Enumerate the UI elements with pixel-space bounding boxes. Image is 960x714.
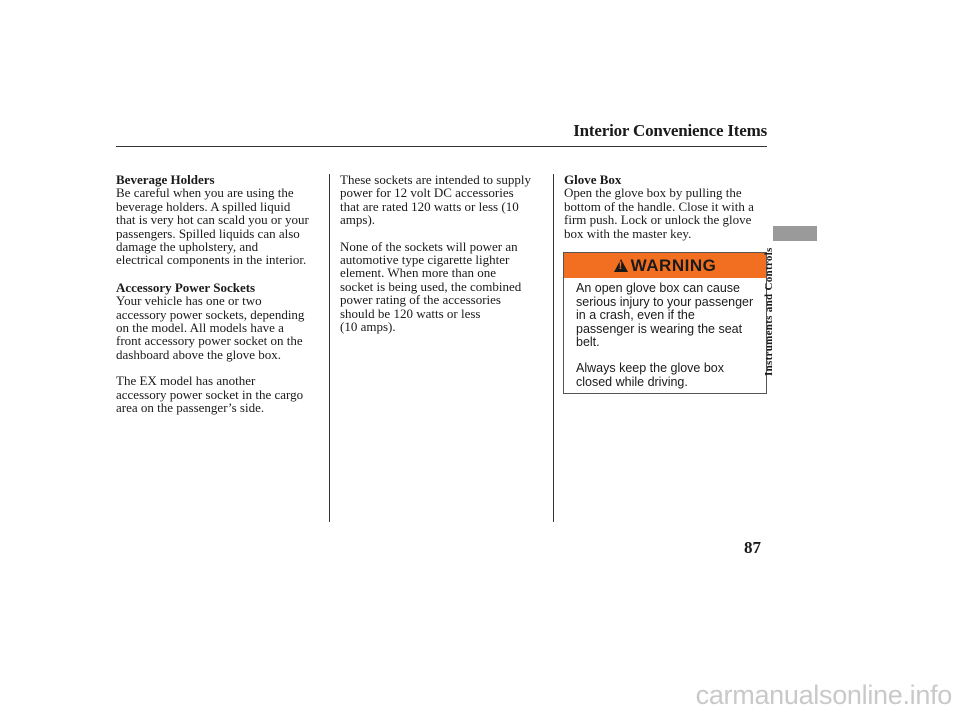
column-right: Glove Box Open the glove box by pulling …: [564, 173, 772, 240]
header-divider: [116, 146, 767, 147]
warning-bar: WARNING: [564, 253, 766, 278]
page-title: Interior Convenience Items: [573, 121, 767, 140]
warning-text-2: Always keep the glove box closed while d…: [576, 360, 725, 389]
column-middle: These sockets are intended to supply pow…: [340, 173, 548, 333]
sockets-lighter-text: None of the sockets will power an automo…: [340, 238, 522, 335]
warning-triangle-icon: [613, 259, 628, 272]
sockets-rating-text: These sockets are intended to supply pow…: [340, 172, 531, 228]
column-divider-1: [329, 174, 330, 522]
ex-model-text: The EX model has another accessory power…: [116, 373, 304, 416]
beverage-holders-text: Be careful when you are using the bevera…: [116, 185, 309, 268]
column-divider-2: [553, 174, 554, 522]
section-side-label: Instruments and Controls: [763, 247, 775, 376]
power-sockets-heading: Accessory Power Sockets: [116, 279, 256, 295]
warning-label: WARNING: [630, 255, 717, 275]
glove-box-text: Open the glove box by pulling the bottom…: [564, 185, 754, 241]
watermark: carmanualsonline.info: [695, 680, 953, 710]
page-number: 87: [744, 538, 761, 557]
beverage-holders-heading: Beverage Holders: [116, 172, 215, 187]
power-sockets-text: Your vehicle has one or two accessory po…: [116, 293, 305, 362]
warning-box: WARNING An open glove box can cause seri…: [563, 252, 767, 394]
column-left: Beverage Holders Be careful when you are…: [116, 173, 324, 415]
section-tab-marker: [773, 226, 817, 241]
warning-text-1: An open glove box can cause serious inju…: [576, 281, 754, 350]
glove-box-heading: Glove Box: [564, 172, 622, 187]
